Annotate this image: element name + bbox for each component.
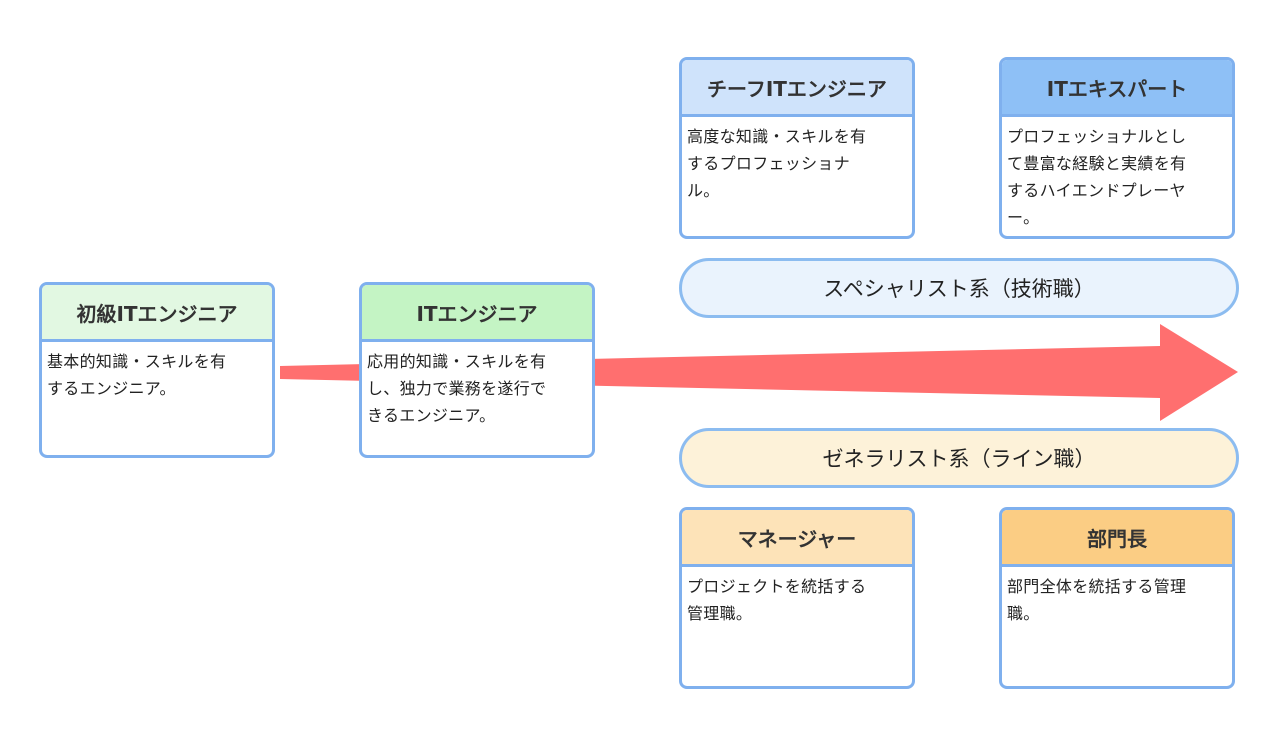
card-entry-engineer: 初級ITエンジニア 基本的知識・スキルを有 するエンジニア。 [39,282,275,458]
card-entry-line: 基本的知識・スキルを有 [47,352,227,371]
career-progression-arrow [280,324,1238,421]
card-expert-title: ITエキスパート [1002,60,1232,117]
card-expert-line: て豊富な経験と実績を有 [1007,154,1187,173]
generalist-track-pill: ゼネラリスト系（ライン職） [679,428,1239,488]
card-chief-it-engineer: チーフITエンジニア 高度な知識・スキルを有 するプロフェッショナ ル。 [679,57,915,239]
card-engineer-line: 応用的知識・スキルを有 [367,352,547,371]
card-it-expert: ITエキスパート プロフェッショナルとし て豊富な経験と実績を有 するハイエンド… [999,57,1235,239]
card-chief-line: 高度な知識・スキルを有 [687,127,867,146]
card-entry-description: 基本的知識・スキルを有 するエンジニア。 [42,342,272,402]
card-expert-line: するハイエンドプレーヤ [1007,181,1186,200]
card-manager-description: プロジェクトを統括する 管理職。 [682,567,912,627]
specialist-track-pill: スペシャリスト系（技術職） [679,258,1239,318]
card-director-description: 部門全体を統括する管理 職。 [1002,567,1232,627]
card-director-line: 部門全体を統括する管理 [1007,577,1187,596]
card-manager-line: 管理職。 [687,604,753,623]
card-entry-title: 初級ITエンジニア [42,285,272,342]
card-manager-line: プロジェクトを統括する [687,577,867,596]
card-expert-description: プロフェッショナルとし て豊富な経験と実績を有 するハイエンドプレーヤ ー。 [1002,117,1232,231]
card-director-line: 職。 [1007,604,1040,623]
card-manager: マネージャー プロジェクトを統括する 管理職。 [679,507,915,689]
card-engineer-description: 応用的知識・スキルを有 し、独力で業務を遂行で きるエンジニア。 [362,342,592,429]
card-entry-line: するエンジニア。 [47,379,176,398]
card-director-title: 部門長 [1002,510,1232,567]
card-expert-line: プロフェッショナルとし [1007,127,1187,146]
card-chief-title: チーフITエンジニア [682,60,912,117]
card-chief-description: 高度な知識・スキルを有 するプロフェッショナ ル。 [682,117,912,204]
card-engineer-line: し、独力で業務を遂行で [367,379,547,398]
card-engineer-title: ITエンジニア [362,285,592,342]
card-expert-line: ー。 [1007,208,1040,227]
card-engineer-line: きるエンジニア。 [367,406,496,425]
card-department-head: 部門長 部門全体を統括する管理 職。 [999,507,1235,689]
card-it-engineer: ITエンジニア 応用的知識・スキルを有 し、独力で業務を遂行で きるエンジニア。 [359,282,595,458]
card-chief-line: するプロフェッショナ [687,154,851,173]
card-manager-title: マネージャー [682,510,912,567]
card-chief-line: ル。 [687,181,720,200]
